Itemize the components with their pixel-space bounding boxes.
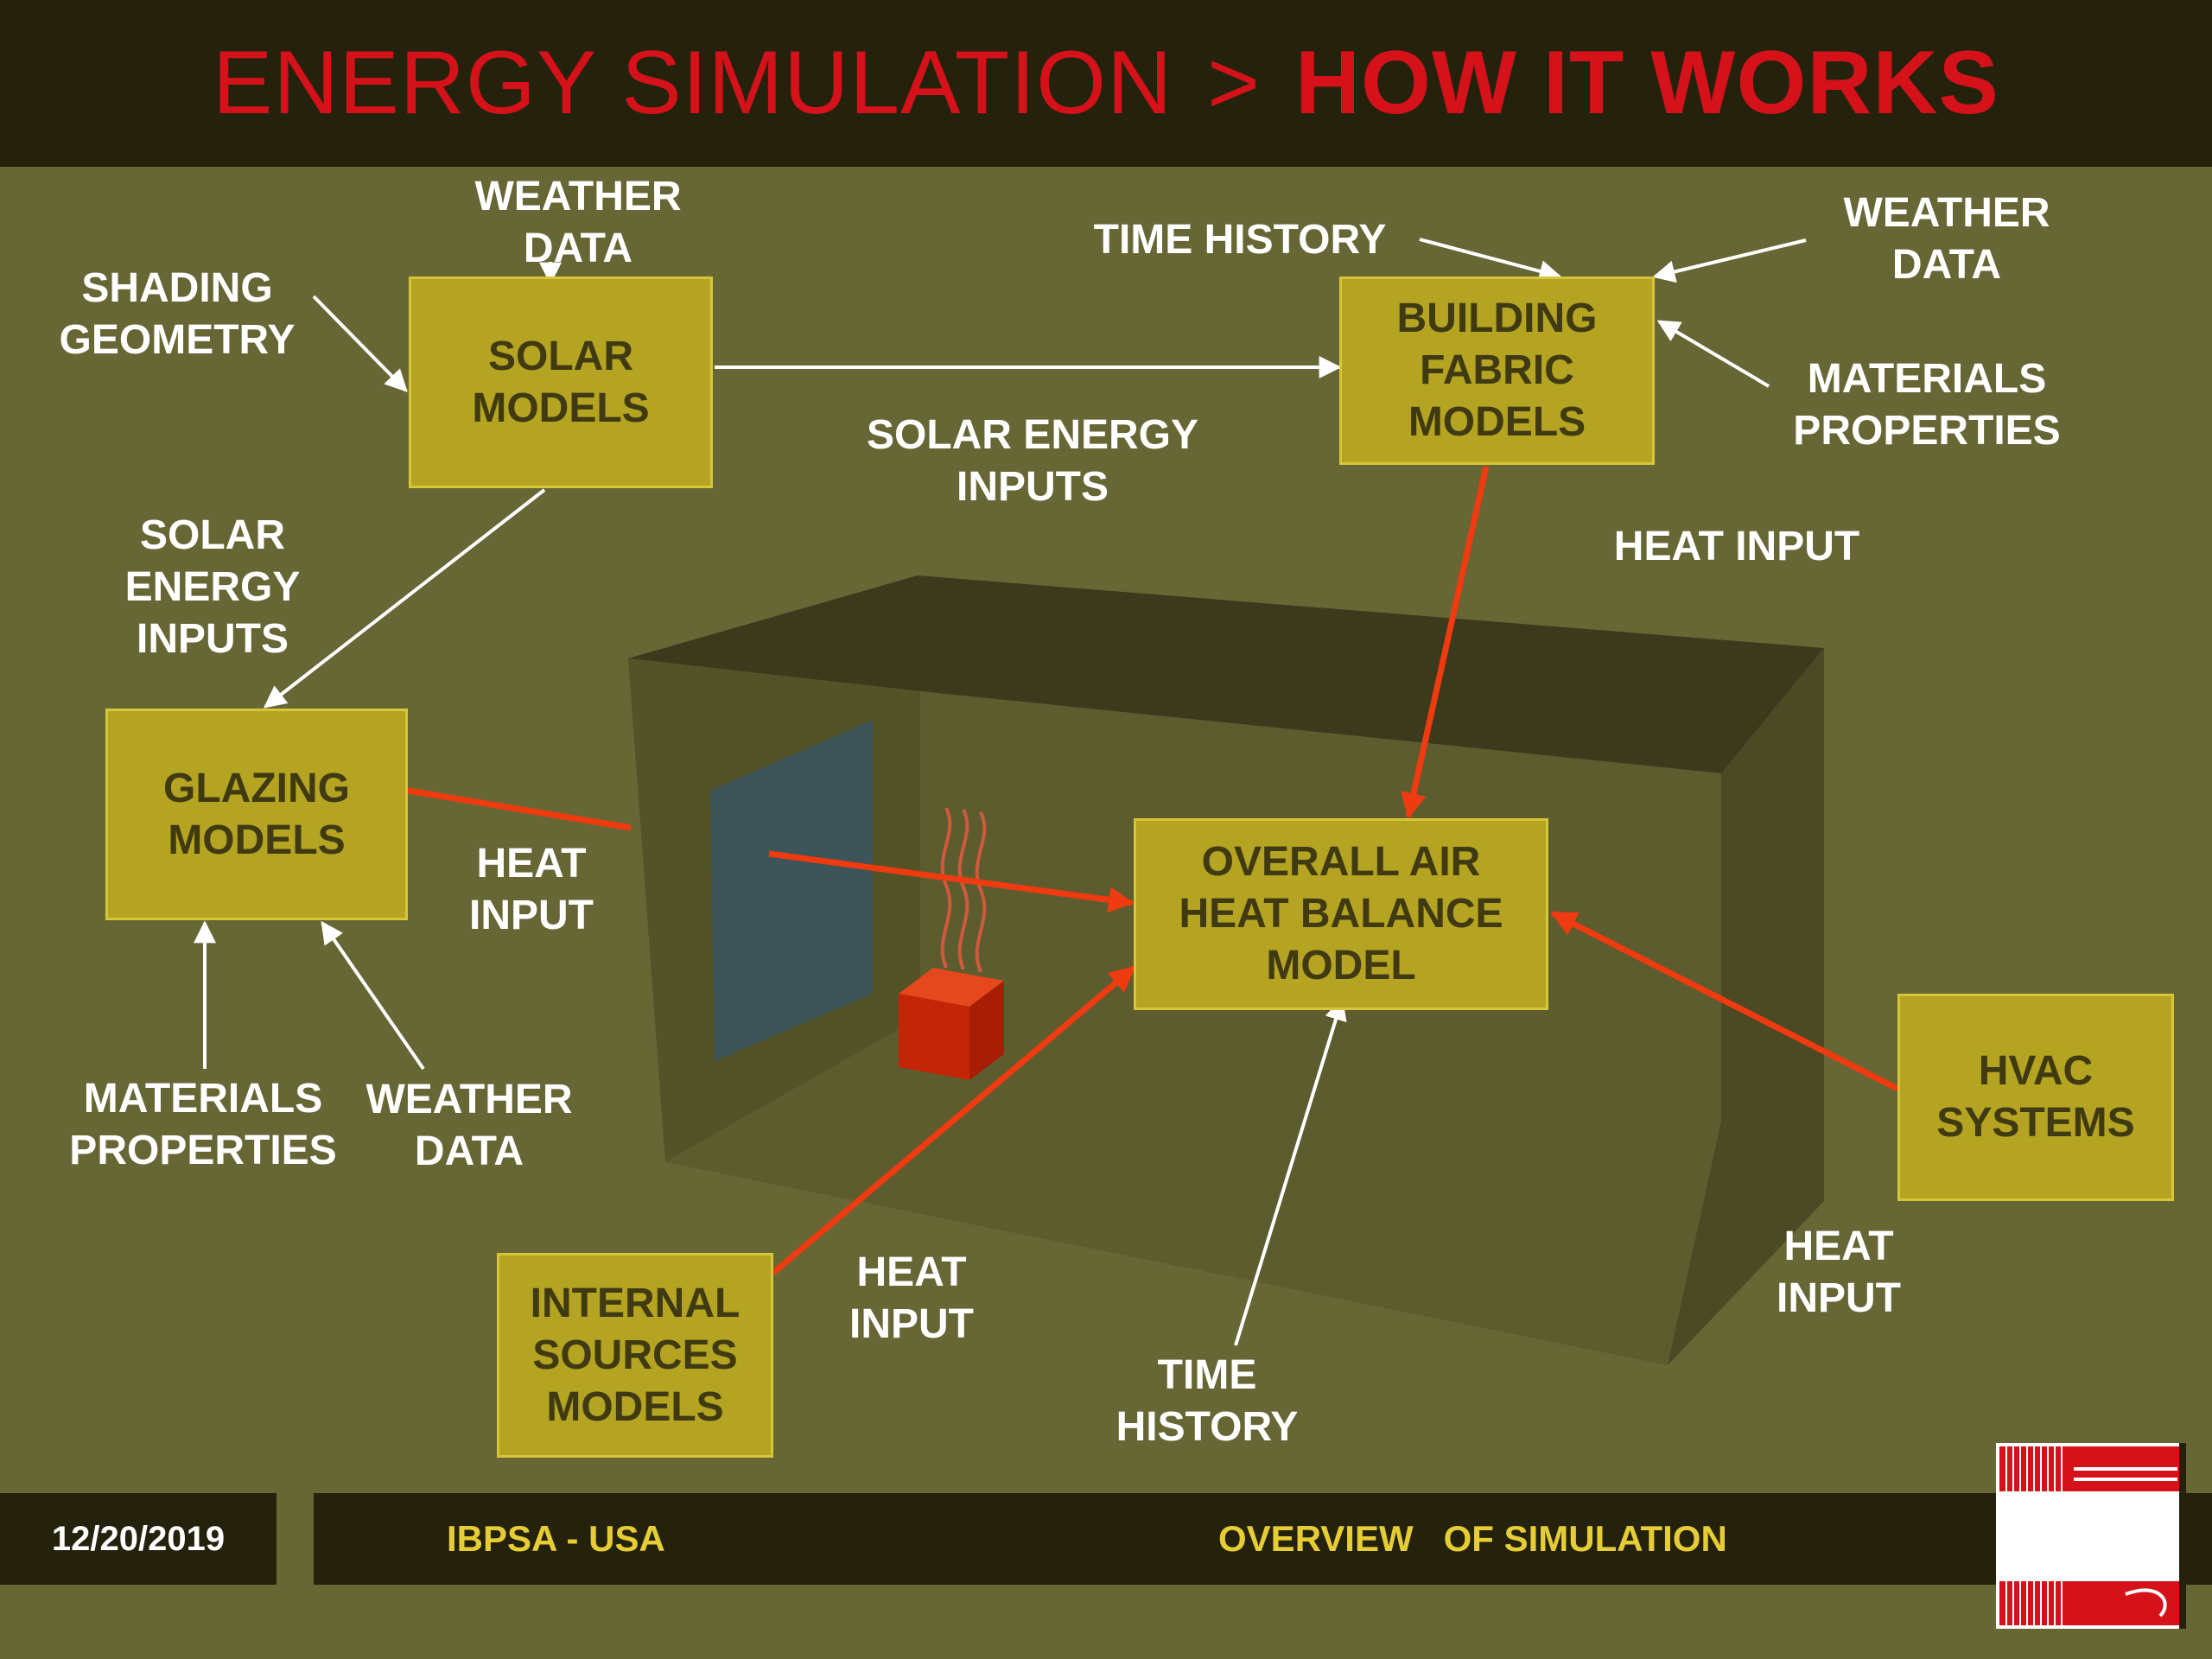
- footer-date: 12/20/2019: [0, 1493, 276, 1585]
- title-section: HOW IT WORKS: [1294, 33, 1999, 133]
- ibpsa-logo-icon: [1996, 1443, 2186, 1629]
- heat-arrows: [407, 466, 1899, 1275]
- page-title: ENERGY SIMULATION > HOW IT WORKS: [0, 0, 2212, 167]
- arrow-window-to-balance: [768, 850, 1135, 913]
- label-weather-data-solar: WEATHER DATA: [474, 174, 682, 271]
- room-right-wall: [1668, 648, 1824, 1365]
- label-solar-energy-inputs-mid: SOLAR ENERGY INPUTS: [866, 412, 1199, 510]
- label-shading-geometry: SHADING GEOMETRY: [59, 265, 296, 363]
- room-floor: [665, 1017, 1721, 1365]
- arrow-time-to-balance: [1234, 997, 1347, 1346]
- arrow-weather-to-fabric: [1652, 238, 1807, 283]
- footer-organization: IBPSA - USA: [447, 1518, 665, 1559]
- arrow-hvac-to-balance: [1550, 910, 1899, 1092]
- overall-air-heat-balance-box[interactable]: OVERALL AIR HEAT BALANCE MODEL: [1134, 818, 1548, 1010]
- arrow-shading-to-solar: [312, 295, 408, 392]
- hvac-systems-box[interactable]: HVAC SYSTEMS: [1897, 994, 2174, 1201]
- label-time-history-fabric: TIME HISTORY: [1093, 217, 1387, 263]
- label-materials-properties-glazing: MATERIALS PROPERTIES: [69, 1076, 337, 1173]
- footer-bar: [314, 1493, 2212, 1585]
- label-solar-energy-inputs-left: SOLAR ENERGY INPUTS: [124, 512, 301, 662]
- arrow-fabric-to-balance: [1401, 466, 1490, 819]
- footer-subtitle: OVERVIEW OF SIMULATION: [1218, 1518, 1727, 1559]
- label-weather-data-fabric: WEATHER DATA: [1843, 190, 2050, 288]
- label-heat-input-glazing: HEAT INPUT: [469, 841, 594, 938]
- window-pane: [710, 720, 873, 1061]
- arrow-time-to-fabric: [1419, 238, 1562, 283]
- info-arrows: [194, 238, 1807, 1346]
- label-weather-data-glazing: WEATHER DATA: [365, 1077, 573, 1174]
- label-materials-properties-fabric: MATERIALS PROPERTIES: [1793, 356, 2061, 454]
- arrow-materials-to-fabric: [1656, 320, 1770, 388]
- arrow-weather-to-glazing: [321, 920, 425, 1071]
- heater-illustration: [899, 807, 1004, 1080]
- label-heat-input-fabric: HEAT INPUT: [1613, 524, 1860, 569]
- arrow-solar-to-glazing: [263, 488, 546, 709]
- title-main: ENERGY SIMULATION: [213, 33, 1173, 133]
- title-separator: >: [1207, 33, 1261, 133]
- arrow-internal-to-balance: [771, 965, 1136, 1275]
- arrow-glazing-heat-segment: [407, 787, 632, 831]
- header-bar: [0, 0, 2212, 167]
- label-heat-input-internal: HEAT INPUT: [849, 1249, 974, 1347]
- internal-sources-models-box[interactable]: INTERNAL SOURCES MODELS: [497, 1253, 773, 1458]
- glazing-models-box[interactable]: GLAZING MODELS: [105, 709, 408, 920]
- room-ceiling: [628, 575, 1824, 773]
- solar-models-box[interactable]: SOLAR MODELS: [409, 276, 713, 488]
- label-time-history-balance: TIME HISTORY: [1116, 1352, 1299, 1450]
- building-fabric-models-box[interactable]: BUILDING FABRIC MODELS: [1339, 276, 1655, 465]
- label-heat-input-hvac: HEAT INPUT: [1777, 1224, 1901, 1321]
